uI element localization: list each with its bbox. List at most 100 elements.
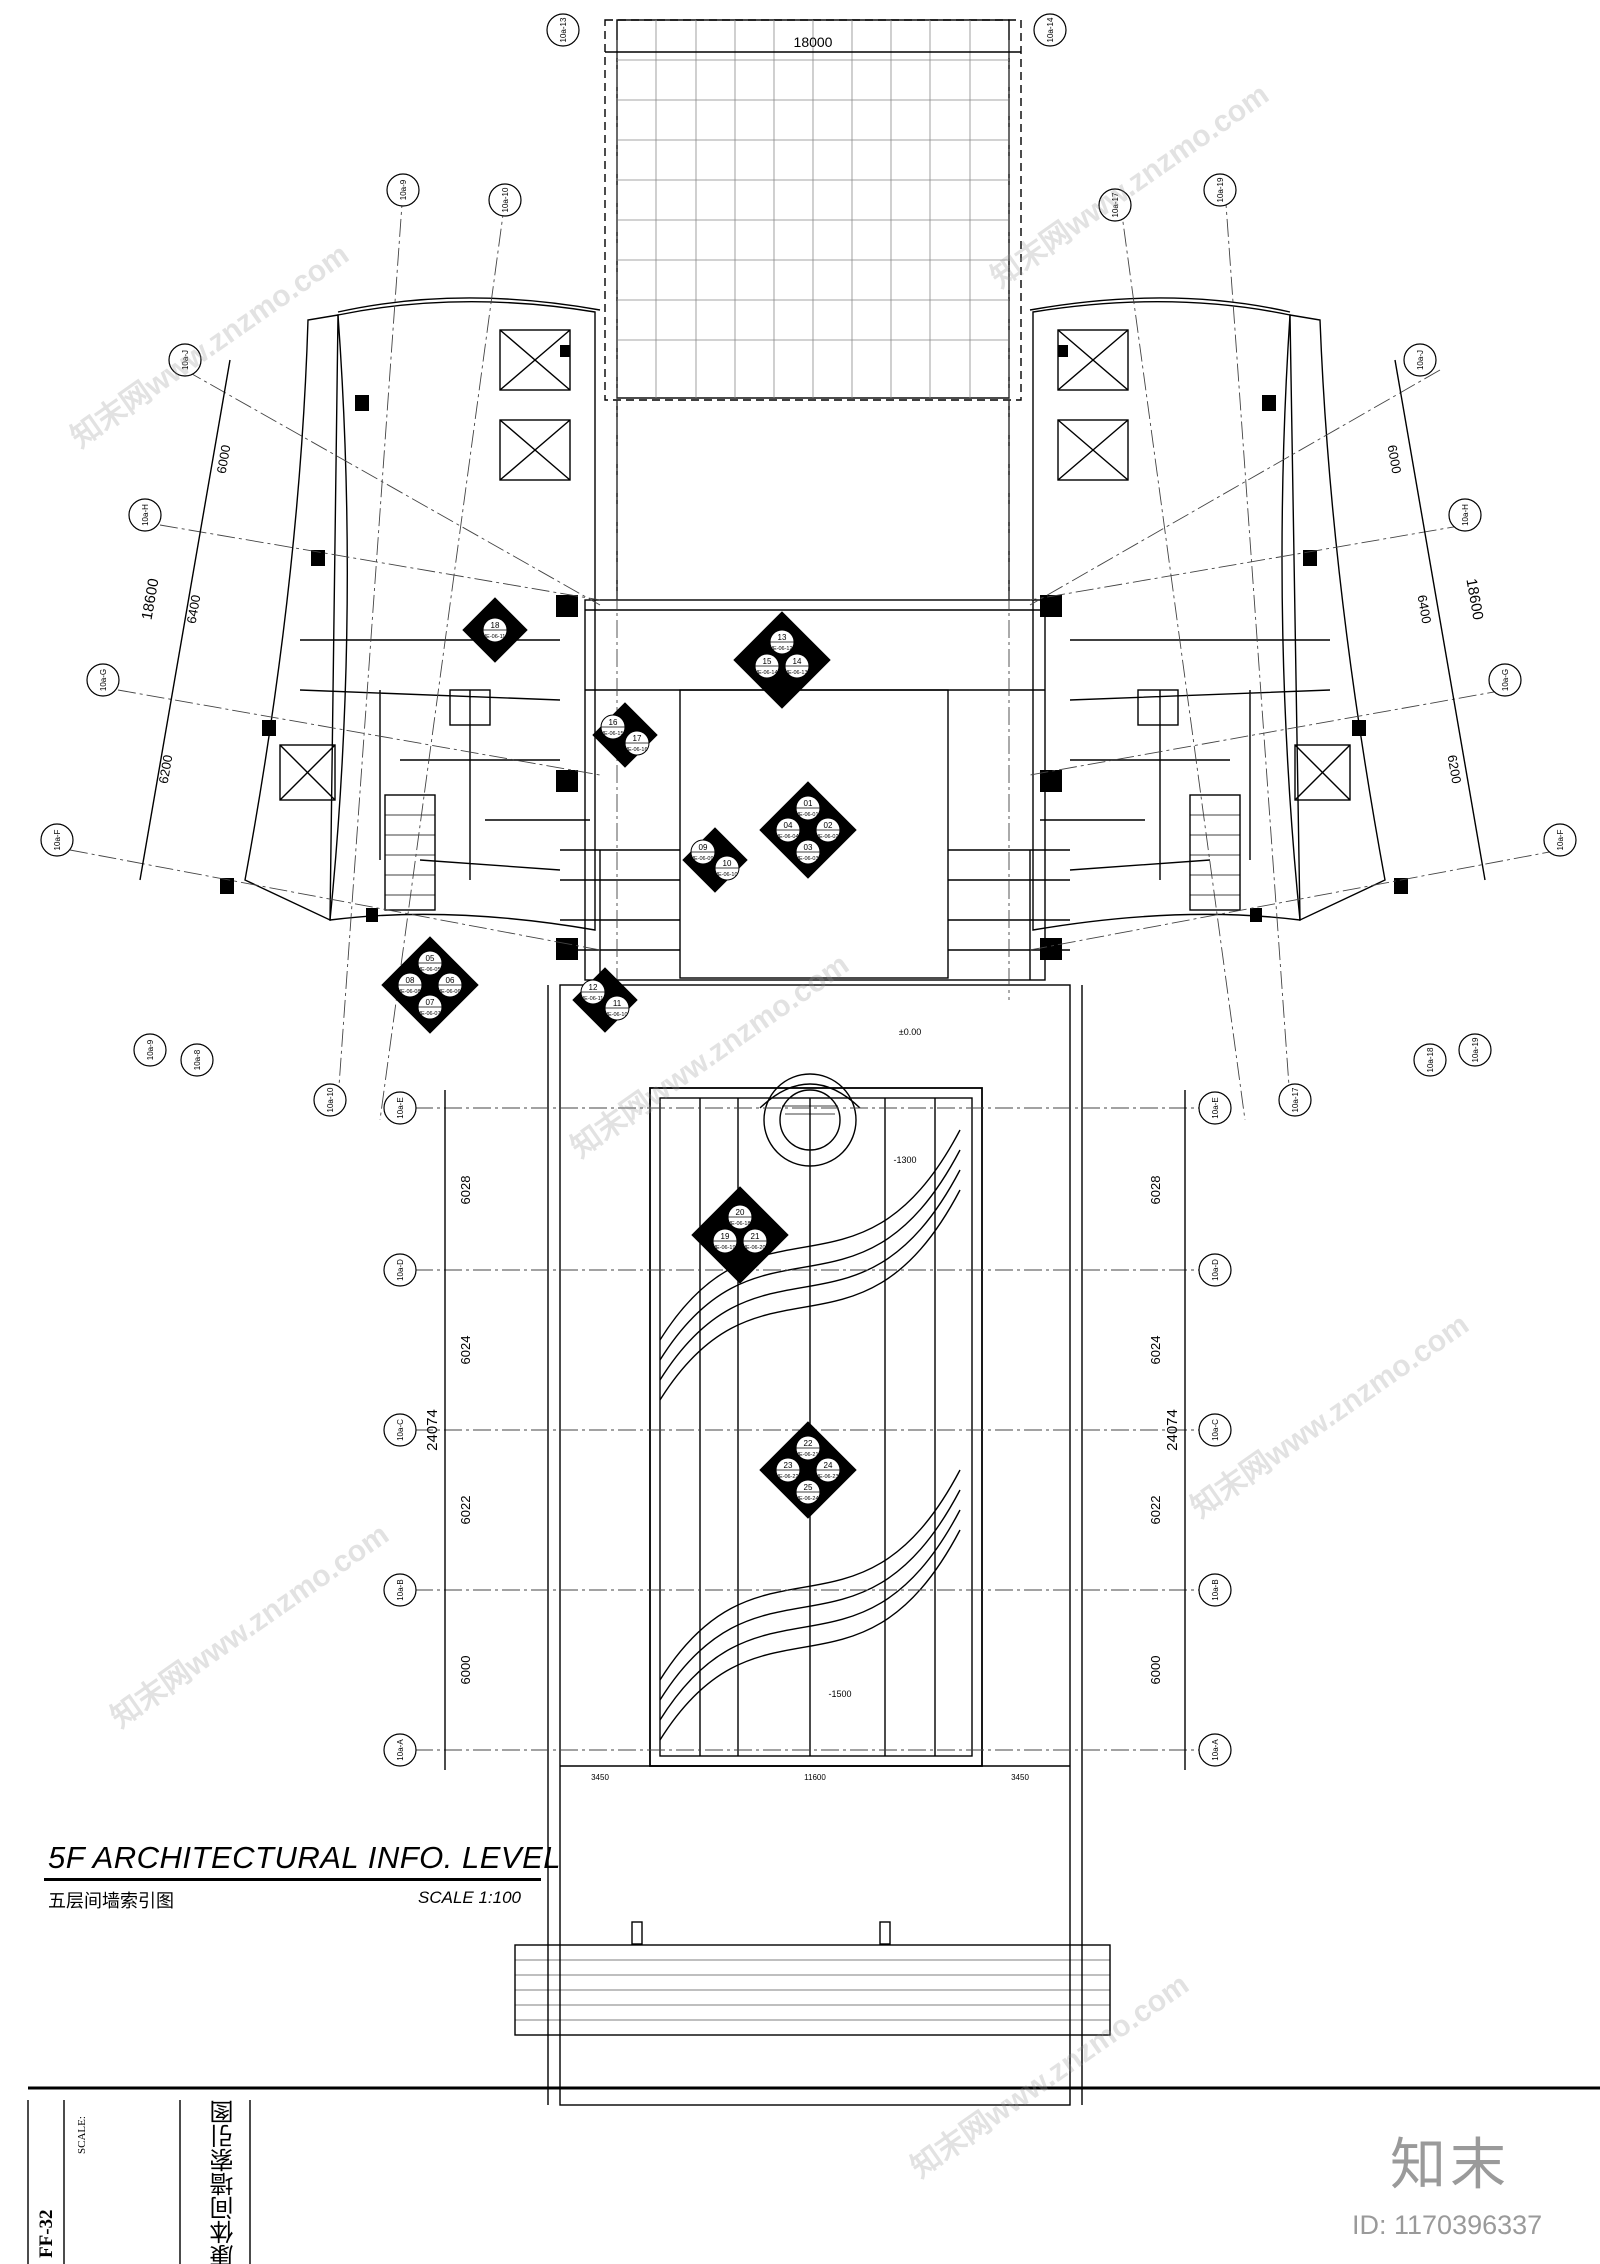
grid-bubble: 10a-G [86, 663, 120, 697]
svg-text:10a-C: 10a-C [396, 1419, 405, 1441]
dimension-label: ±0.00 [899, 1027, 921, 1037]
marker-ref: IE-06-15 [602, 731, 623, 737]
marker-number: 20 [736, 1208, 745, 1217]
dimension-label: -1500 [828, 1689, 851, 1699]
grid-bubble: 10a-E [1198, 1091, 1232, 1125]
marker-ref: IE-06-23 [817, 1474, 838, 1480]
grid-bubble: 10a-F [40, 823, 74, 857]
grid-bubble: 10a-D [1198, 1253, 1232, 1287]
marker-ref: IE-06-10 [606, 1012, 627, 1018]
grid-bubble: 10a-H [128, 498, 162, 532]
dimension-label: 6400 [184, 594, 204, 625]
svg-text:10a-B: 10a-B [396, 1579, 405, 1600]
svg-text:10a-D: 10a-D [1211, 1259, 1220, 1281]
marker-ref: IE-06-07 [419, 1011, 440, 1017]
svg-text:10a-G: 10a-G [1501, 669, 1510, 691]
marker-ref: IE-06-06 [439, 989, 460, 995]
svg-text:10a-F: 10a-F [53, 829, 62, 850]
dimension-label: 6400 [1415, 594, 1435, 625]
marker-number: 09 [699, 843, 708, 852]
grid-bubble: 10a-17 [1278, 1083, 1312, 1117]
marker-number: 04 [784, 821, 793, 830]
lower-hall [559, 984, 1071, 2106]
svg-text:10a-E: 10a-E [396, 1097, 405, 1118]
grid-bubble: 10a-J [1403, 343, 1437, 377]
dimension-label: 18000 [794, 34, 833, 50]
marker-number: 01 [804, 799, 813, 808]
svg-text:10a-H: 10a-H [141, 504, 150, 526]
dimension-label: 6022 [458, 1496, 473, 1525]
grid-bubble: 10a-B [1198, 1573, 1232, 1607]
marker-number: 11 [613, 999, 622, 1008]
svg-text:10a-A: 10a-A [396, 1739, 405, 1761]
svg-text:10a-A: 10a-A [1211, 1739, 1220, 1761]
marker-ref: IE-06-01 [797, 812, 818, 818]
svg-text:10a-C: 10a-C [1211, 1419, 1220, 1441]
marker-ref: IE-06-02 [817, 834, 838, 840]
dimension-label: 24074 [1164, 1409, 1181, 1451]
marker-number: 24 [824, 1461, 833, 1470]
dimension-label: 6000 [1385, 444, 1405, 475]
dimension-label: 6000 [214, 444, 234, 475]
marker-ref: IE-06-08 [399, 989, 420, 995]
marker-ref: IE-06-16 [626, 747, 647, 753]
grid-bubble: 10a-10 [313, 1083, 347, 1117]
right-wing [1032, 301, 1301, 931]
dimension-label: 24074 [424, 1409, 441, 1451]
left-wing [329, 301, 596, 931]
grid-bubble: 10a-10 [488, 183, 522, 217]
marker-number: 13 [778, 633, 787, 642]
marker-number: 06 [446, 976, 455, 985]
svg-text:10a-J: 10a-J [1416, 350, 1425, 370]
dimension-label: 11600 [804, 1773, 826, 1782]
marker-number: 23 [784, 1461, 793, 1470]
marker-number: 07 [426, 998, 435, 1007]
drawing-title: 5F ARCHITECTURAL INFO. LEVEL [48, 1840, 561, 1875]
marker-number: 08 [406, 976, 415, 985]
grid-bubble: 10a-9 [386, 173, 420, 207]
svg-text:10a-H: 10a-H [1461, 504, 1470, 526]
marker-number: 05 [426, 954, 435, 963]
dimension-label: -1300 [893, 1155, 916, 1165]
svg-text:10a-9: 10a-9 [399, 179, 408, 200]
svg-text:10a-E: 10a-E [1211, 1097, 1220, 1118]
svg-text:10a-18: 10a-18 [1426, 1047, 1435, 1072]
marker-number: 02 [824, 821, 833, 830]
marker-number: 10 [723, 859, 732, 868]
sheet-number: FF-32 [36, 2209, 57, 2258]
dimension-label: 6000 [1148, 1656, 1163, 1685]
svg-text:10a-F: 10a-F [1556, 829, 1565, 850]
dimension-label: 3450 [1011, 1773, 1029, 1782]
svg-text:10a-B: 10a-B [1211, 1579, 1220, 1600]
marker-ref: IE-06-09 [692, 856, 713, 862]
marker-number: 21 [751, 1232, 760, 1241]
grid-bubble: 10a-14 [1033, 13, 1067, 47]
title-block-scale-label: SCALE: [76, 2116, 88, 2154]
dimension-label: 6022 [1148, 1496, 1163, 1525]
marker-ref: IE-06-13 [786, 670, 807, 676]
dimension-label: 6200 [156, 754, 176, 785]
grid-bubble: 10a-E [383, 1091, 417, 1125]
grid-bubble: 10a-A [1198, 1733, 1232, 1767]
svg-text:10a-14: 10a-14 [1046, 17, 1055, 42]
marker-ref: IE-06-11 [485, 634, 506, 640]
sheet-title: 五层康体间墙索引图 [210, 2100, 238, 2264]
marker-ref: IE-06-24 [797, 1496, 818, 1502]
svg-text:10a-13: 10a-13 [559, 17, 568, 42]
marker-ref: IE-06-18 [729, 1221, 750, 1227]
svg-text:10a-19: 10a-19 [1216, 177, 1225, 202]
marker-ref: IE-06-11 [583, 996, 604, 1002]
grid-bubble: 10a-C [383, 1413, 417, 1447]
dimension-label: 6200 [1445, 754, 1465, 785]
dimension-label: 6024 [1148, 1336, 1163, 1365]
marker-number: 22 [804, 1439, 813, 1448]
marker-number: 12 [589, 983, 598, 992]
marker-number: 15 [763, 657, 772, 666]
drawing-subtitle: 五层间墙索引图 [48, 1891, 174, 1912]
svg-text:10a-17: 10a-17 [1111, 192, 1120, 217]
